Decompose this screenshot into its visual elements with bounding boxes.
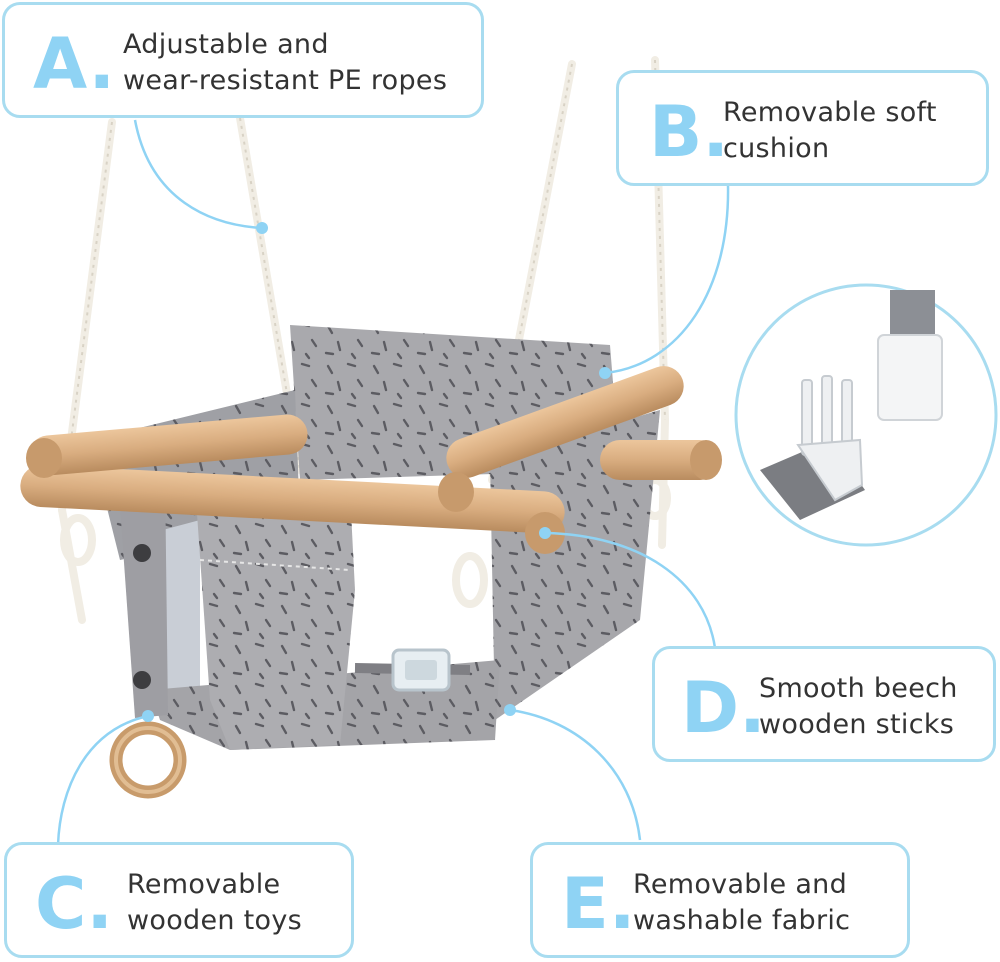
callout-b-text: Removable soft cushion xyxy=(723,95,937,167)
callout-c: C. Removable wooden toys xyxy=(4,842,354,958)
callout-d: D. Smooth beech wooden sticks xyxy=(652,646,996,762)
callout-e-letter: E. xyxy=(561,863,636,945)
callout-c-letter: C. xyxy=(35,863,113,945)
callout-b-line1: Removable soft xyxy=(723,97,937,128)
callout-d-line1: Smooth beech xyxy=(759,673,958,704)
buckle-detail-inset xyxy=(734,283,998,547)
callout-a-letter: A. xyxy=(33,23,116,105)
callout-d-text: Smooth beech wooden sticks xyxy=(759,671,958,743)
callout-e-text: Removable and washable fabric xyxy=(633,867,850,939)
front-strap xyxy=(118,475,168,718)
callout-e: E. Removable and washable fabric xyxy=(530,842,910,958)
callout-e-line1: Removable and xyxy=(633,869,848,900)
callout-c-text: Removable wooden toys xyxy=(127,867,302,939)
callout-a-line1: Adjustable and xyxy=(123,29,329,60)
callout-c-line2: wooden toys xyxy=(127,905,303,936)
callout-b: B. Removable soft cushion xyxy=(616,70,989,186)
callout-e-line2: washable fabric xyxy=(633,905,851,936)
seat-buckle xyxy=(354,648,471,692)
wooden-sticks xyxy=(20,366,722,554)
callout-dots xyxy=(142,222,611,722)
callout-d-line2: wooden sticks xyxy=(759,709,955,740)
callout-b-line2: cushion xyxy=(723,133,830,164)
callout-c-line1: Removable xyxy=(127,869,281,900)
callout-a: A. Adjustable and wear-resistant PE rope… xyxy=(2,2,484,118)
callout-connectors xyxy=(56,119,730,846)
callout-a-line2: wear-resistant PE ropes xyxy=(123,65,448,96)
callout-b-letter: B. xyxy=(649,91,729,173)
callout-d-letter: D. xyxy=(681,667,766,749)
callout-a-text: Adjustable and wear-resistant PE ropes xyxy=(123,27,447,99)
